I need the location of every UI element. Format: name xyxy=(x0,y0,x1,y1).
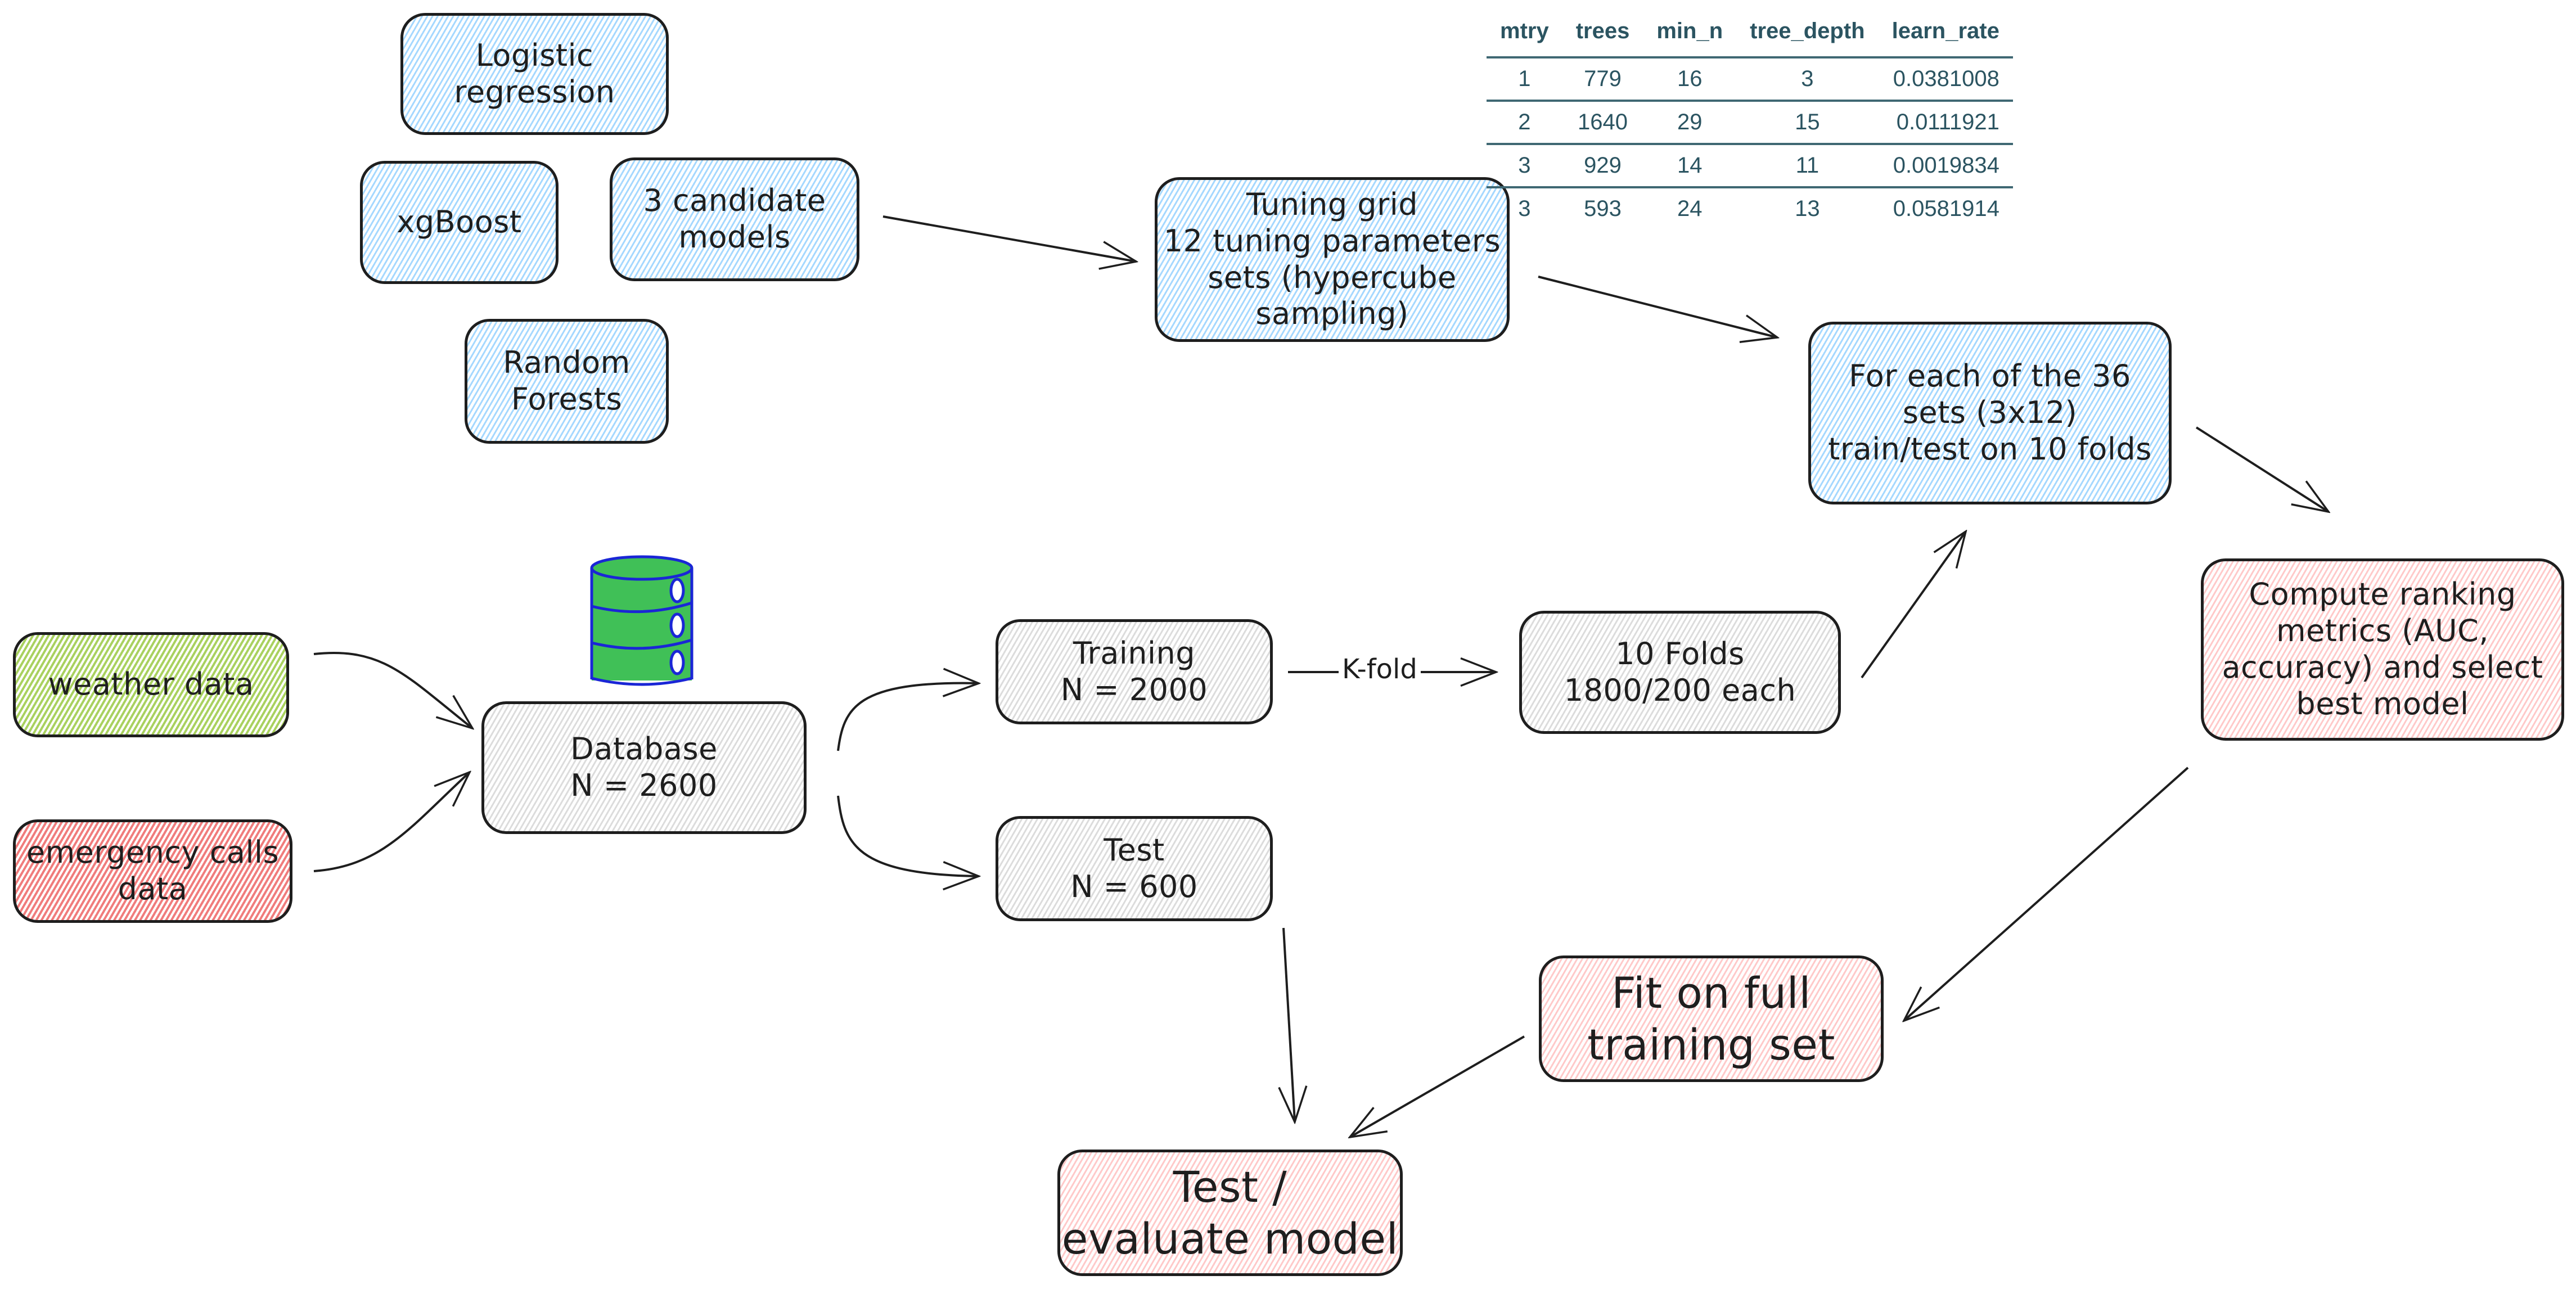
column-header: mtry xyxy=(1487,13,1562,58)
arrow-test-to-evaluate xyxy=(1284,927,1295,1122)
node-compute-ranking-label: Compute ranking metrics (AUC, accuracy) … xyxy=(2222,576,2543,722)
node-xgboost: xgBoost xyxy=(360,161,559,284)
node-for-each-sets-label: For each of the 36 sets (3x12) train/tes… xyxy=(1828,358,2152,467)
node-test-label: Test N = 600 xyxy=(1070,832,1198,904)
table-cell: 24 xyxy=(1677,196,1703,221)
table-cell: 0.0019834 xyxy=(1878,144,2013,188)
node-test-evaluate: Test / evaluate model xyxy=(1057,1150,1403,1276)
table-cell: 0.0581914 xyxy=(1893,196,1999,221)
node-fit-full-training-label: Fit on full training set xyxy=(1587,968,1835,1070)
node-candidate-models-label: 3 candidate models xyxy=(643,183,826,255)
tuning-parameter-table: mtry trees min_n tree_depth learn_rate 1… xyxy=(1487,13,2013,229)
node-tuning-grid-label: Tuning grid 12 tuning parameters sets (h… xyxy=(1163,186,1501,332)
node-emergency-calls: emergency calls data xyxy=(13,819,292,923)
node-candidate-models: 3 candidate models xyxy=(610,157,859,281)
table-cell: 15 xyxy=(1736,101,1879,145)
table-cell: 3 xyxy=(1487,144,1562,188)
table-cell: 1 xyxy=(1487,57,1562,102)
table-cell: 0.0111921 xyxy=(1878,101,2013,145)
node-for-each-sets: For each of the 36 sets (3x12) train/tes… xyxy=(1808,322,2172,504)
node-random-forests-label: Random Forests xyxy=(503,345,631,417)
arrow-folds-to-foreach xyxy=(1861,531,1966,679)
column-header: learn_rate xyxy=(1878,13,2013,58)
node-xgboost-label: xgBoost xyxy=(397,204,522,240)
table-cell: 779 xyxy=(1562,57,1643,102)
node-ten-folds-label: 10 Folds 1800/200 each xyxy=(1564,636,1796,708)
column-header: min_n xyxy=(1643,13,1737,58)
node-ten-folds: 10 Folds 1800/200 each xyxy=(1519,611,1841,734)
table-cell: 1640 xyxy=(1562,101,1643,145)
table-cell: 929 xyxy=(1562,144,1643,188)
arrow-foreach-to-ranking xyxy=(2195,426,2329,512)
table-cell: 29 xyxy=(1643,101,1737,145)
table-cell: 0.0381008 xyxy=(1878,57,2013,102)
table-cell: 2 xyxy=(1487,101,1562,145)
node-training: Training N = 2000 xyxy=(996,619,1273,724)
arrow-database-to-test xyxy=(837,795,979,876)
node-fit-full-training: Fit on full training set xyxy=(1539,956,1884,1082)
node-random-forests: Random Forests xyxy=(465,319,669,444)
table-header-row: mtry trees min_n tree_depth learn_rate xyxy=(1487,13,2013,58)
node-training-label: Training N = 2000 xyxy=(1060,635,1208,707)
arrow-ranking-to-fit xyxy=(1904,767,2189,1021)
node-logistic-regression: Logistic regression xyxy=(400,13,669,135)
table-cell: 11 xyxy=(1736,144,1879,188)
table-row: 1 779 16 3 0.0381008 xyxy=(1487,57,2013,102)
table-row: 3 593 24 13 0.0581914 xyxy=(1487,187,2013,229)
node-compute-ranking: Compute ranking metrics (AUC, accuracy) … xyxy=(2201,558,2564,741)
table-row: 2 1640 29 15 0.0111921 xyxy=(1487,101,2013,145)
arrow-database-to-training xyxy=(837,683,979,751)
node-test: Test N = 600 xyxy=(996,816,1273,921)
node-database: Database N = 2600 xyxy=(481,701,807,834)
table-cell: 16 xyxy=(1643,57,1737,102)
arrow-weather-to-database xyxy=(313,651,472,728)
table-cell: 13 xyxy=(1795,196,1820,221)
node-weather-data: weather data xyxy=(13,632,289,737)
node-test-evaluate-label: Test / evaluate model xyxy=(1061,1162,1399,1264)
column-header: trees xyxy=(1562,13,1643,58)
table-cell: 14 xyxy=(1643,144,1737,188)
node-logistic-regression-label: Logistic regression xyxy=(454,37,615,110)
arrow-emergency-to-database xyxy=(313,772,470,872)
table-cell: 3 xyxy=(1736,57,1879,102)
node-database-label: Database N = 2600 xyxy=(570,731,718,803)
node-emergency-calls-label: emergency calls data xyxy=(26,835,280,907)
arrow-tuning-to-foreach xyxy=(1538,276,1777,337)
node-weather-data-label: weather data xyxy=(48,666,254,702)
table-cell: 3 xyxy=(1518,196,1531,221)
table-row: 3 929 14 11 0.0019834 xyxy=(1487,144,2013,188)
database-icon xyxy=(590,555,693,686)
arrow-candidates-to-tuning xyxy=(882,215,1136,262)
table-cell: 593 xyxy=(1584,196,1622,221)
edge-label-kfold: K-fold xyxy=(1339,653,1421,685)
node-tuning-grid: Tuning grid 12 tuning parameters sets (h… xyxy=(1155,177,1510,342)
column-header: tree_depth xyxy=(1736,13,1879,58)
arrow-fit-to-evaluate xyxy=(1350,1035,1525,1137)
